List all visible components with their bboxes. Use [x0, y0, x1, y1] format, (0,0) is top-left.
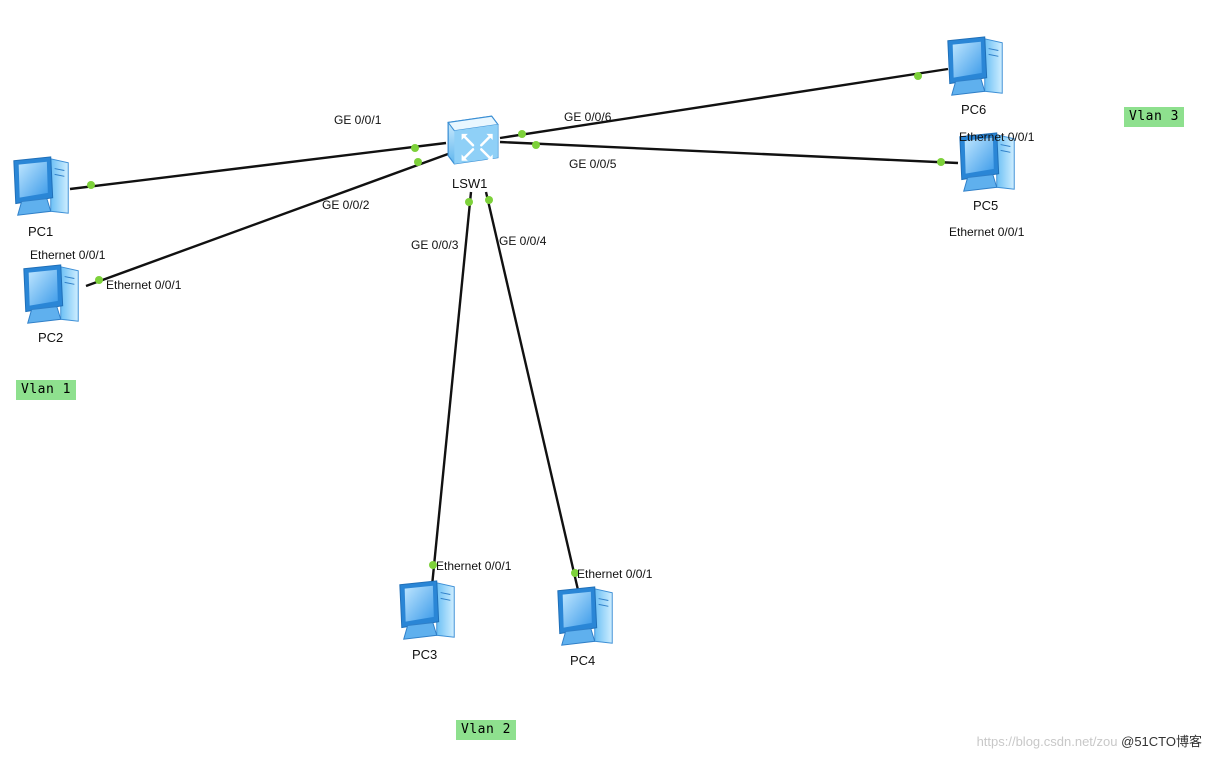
pc6-label: PC6: [961, 102, 986, 117]
link-lsw1-pc5[interactable]: [499, 140, 959, 165]
port-label-pc4-eth: Ethernet 0/0/1: [577, 567, 653, 581]
port-label-ge006: GE 0/0/6: [564, 110, 612, 124]
watermark-brand: @51CTO博客: [1121, 734, 1202, 749]
port-dot-ge006: [518, 130, 526, 138]
port-dot-ge004: [485, 196, 493, 204]
port-dot-ge005: [532, 141, 540, 149]
pc4-icon: [557, 586, 613, 646]
switch-label: LSW1: [452, 176, 487, 191]
port-label-ge004: GE 0/0/4: [499, 234, 547, 248]
pc3[interactable]: PC3: [399, 580, 455, 662]
port-label-pc2-eth: Ethernet 0/0/1: [106, 278, 182, 292]
port-label-ge005: GE 0/0/5: [569, 157, 617, 171]
pc1-label: PC1: [28, 224, 53, 239]
port-dot-ge001: [411, 144, 419, 152]
port-dot-pc3: [429, 561, 437, 569]
pc2-label: PC2: [38, 330, 63, 345]
pc5[interactable]: PC5: [959, 132, 1015, 213]
port-label-pc1-eth: Ethernet 0/0/1: [30, 248, 106, 262]
vlan2-tag: Vlan 2: [456, 720, 516, 740]
port-label-ge001: GE 0/0/1: [334, 113, 382, 127]
port-label-pc5-eth: Ethernet 0/0/1: [949, 225, 1025, 239]
link-lsw1-pc1[interactable]: [69, 141, 447, 191]
pc4[interactable]: PC4: [557, 586, 613, 668]
pc2-icon: [23, 264, 79, 324]
pc1-icon: [13, 156, 69, 216]
switch-icon: [446, 114, 500, 166]
pc5-label: PC5: [973, 198, 998, 213]
pc1[interactable]: PC1: [13, 156, 69, 239]
port-dot-pc4: [571, 569, 579, 577]
link-lsw1-pc4[interactable]: [484, 191, 580, 591]
port-indicators: [87, 72, 945, 577]
link-lsw1-pc2[interactable]: [85, 152, 449, 288]
pc4-label: PC4: [570, 653, 595, 668]
vlan3-tag: Vlan 3: [1124, 107, 1184, 127]
vlan1-tag: Vlan 1: [16, 380, 76, 400]
port-label-ge002: GE 0/0/2: [322, 198, 370, 212]
link-lsw1-pc3[interactable]: [430, 191, 473, 587]
port-dot-pc5: [937, 158, 945, 166]
port-label-pc3-eth: Ethernet 0/0/1: [436, 559, 512, 573]
port-labels: GE 0/0/1 GE 0/0/2 GE 0/0/3 GE 0/0/4 GE 0…: [30, 110, 1035, 581]
port-dot-pc6: [914, 72, 922, 80]
link-lsw1-pc6[interactable]: [499, 67, 949, 140]
pc3-icon: [399, 580, 455, 640]
port-dot-pc1: [87, 181, 95, 189]
port-dot-ge003: [465, 198, 473, 206]
pc6-icon: [947, 36, 1003, 96]
links: [69, 67, 959, 591]
pc2[interactable]: PC2: [23, 264, 79, 345]
port-dot-ge002: [414, 158, 422, 166]
watermark-url: https://blog.csdn.net/zou: [976, 734, 1118, 749]
port-label-ge003: GE 0/0/3: [411, 238, 459, 252]
pc3-label: PC3: [412, 647, 437, 662]
watermark: https://blog.csdn.net/zou @51CTO博客: [977, 731, 1202, 750]
pc6[interactable]: PC6: [947, 36, 1003, 117]
switch-lsw1[interactable]: LSW1: [446, 114, 500, 191]
port-dot-pc2: [95, 276, 103, 284]
port-label-pc6-eth: Ethernet 0/0/1: [959, 130, 1035, 144]
